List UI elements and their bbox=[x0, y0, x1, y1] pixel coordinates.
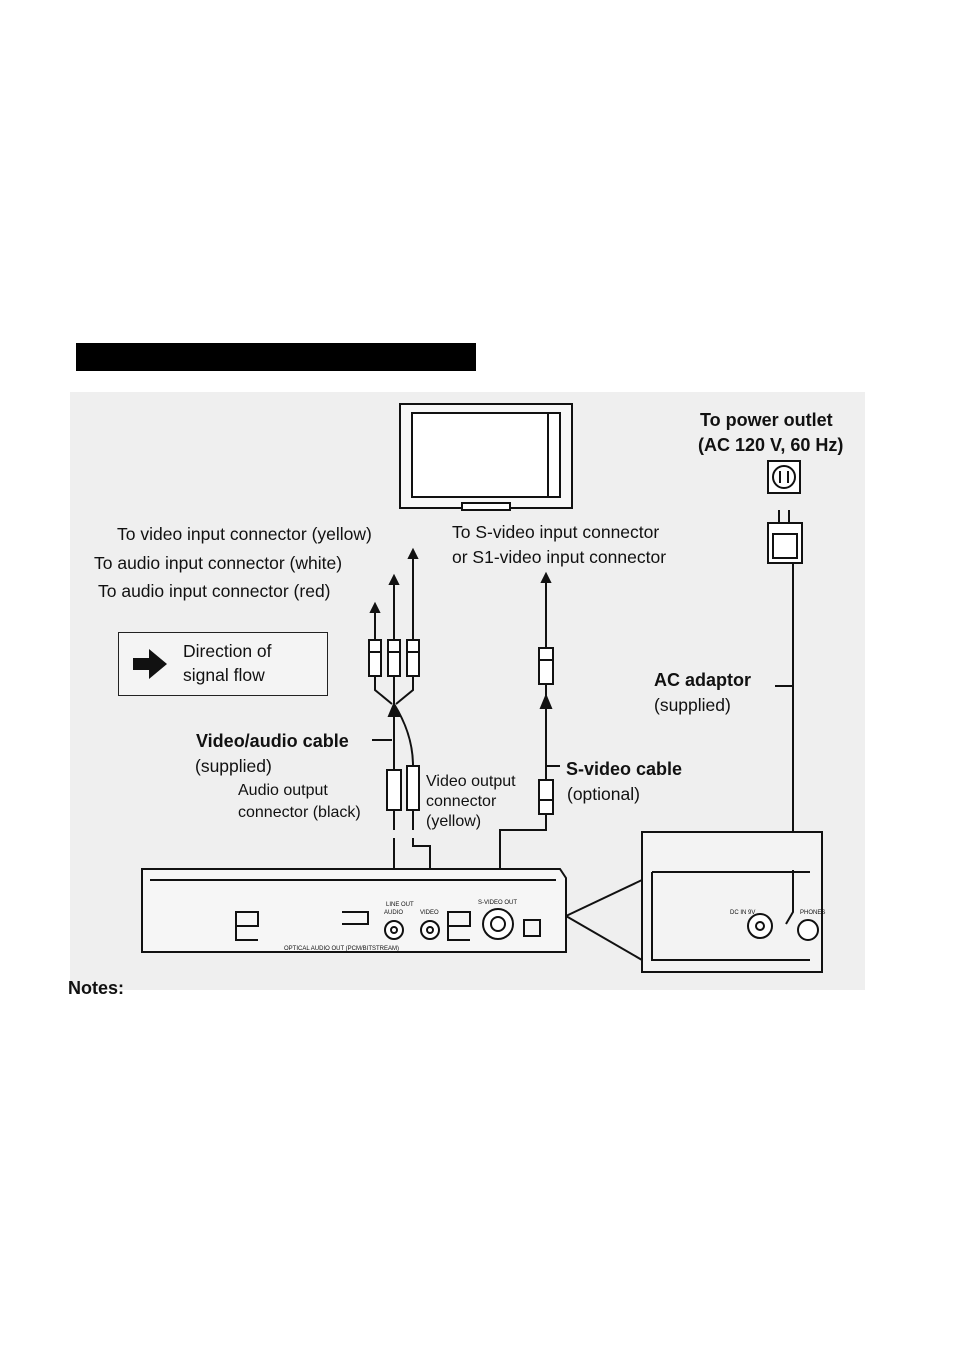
svideo-input-label-1: To S-video input connector bbox=[452, 522, 660, 542]
svideo-cable-label: S-video cable bbox=[566, 759, 683, 779]
notes-heading: Notes: bbox=[68, 978, 125, 998]
audio-input-white-label: To audio input connector (white) bbox=[94, 553, 343, 573]
audio-output-label-1: Audio output bbox=[238, 782, 328, 799]
dc-in-label: DC IN 9V bbox=[730, 910, 755, 916]
optical-out-label: OPTICAL AUDIO OUT (PCM/BITSTREAM) bbox=[284, 946, 399, 952]
arrow-right-icon bbox=[133, 649, 167, 679]
video-output-label-2: connector bbox=[426, 793, 497, 810]
svideo-out-label: S-VIDEO OUT bbox=[478, 900, 517, 906]
ac-adaptor-label: AC adaptor bbox=[654, 670, 752, 690]
video-audio-cable-label: Video/audio cable bbox=[196, 731, 349, 751]
svideo-input-label-2: or S1-video input connector bbox=[452, 547, 667, 567]
power-outlet-label-1: To power outlet bbox=[700, 410, 833, 430]
video-output-label-3: (yellow) bbox=[426, 813, 482, 830]
svideo-cable-optional-label: (optional) bbox=[567, 784, 640, 804]
audio-input-red-label: To audio input connector (red) bbox=[98, 581, 331, 601]
video-output-plug-icon bbox=[406, 765, 420, 830]
legend-label-2: signal flow bbox=[183, 665, 265, 685]
signal-flow-legend: Direction of signal flow bbox=[118, 632, 328, 696]
player-rear-panel-icon bbox=[141, 868, 567, 953]
line-out-label: LINE OUT bbox=[386, 902, 414, 908]
audio-jack-label: AUDIO bbox=[384, 910, 403, 916]
video-input-yellow-label: To video input connector (yellow) bbox=[117, 524, 372, 544]
tv-icon bbox=[399, 403, 573, 511]
audio-output-plug-icon bbox=[386, 769, 402, 830]
svideo-plug-top-icon bbox=[538, 647, 554, 685]
svideo-plug-bottom-icon bbox=[538, 779, 554, 815]
wall-outlet-icon bbox=[767, 460, 801, 494]
dc-in-closeup-icon bbox=[641, 831, 823, 973]
section-header-bar bbox=[76, 343, 476, 371]
ac-adaptor-supplied-label: (supplied) bbox=[654, 695, 731, 715]
video-jack-label: VIDEO bbox=[420, 910, 439, 916]
phones-label: PHONES bbox=[800, 910, 825, 916]
legend-label-1: Direction of bbox=[183, 641, 272, 661]
video-audio-cable-supplied-label: (supplied) bbox=[195, 756, 272, 776]
video-output-label-1: Video output bbox=[426, 773, 516, 790]
audio-output-label-2: connector (black) bbox=[238, 804, 361, 821]
ac-adaptor-icon bbox=[767, 510, 803, 870]
power-outlet-label-2: (AC 120 V, 60 Hz) bbox=[698, 435, 844, 455]
rca-plugs-icon bbox=[368, 639, 420, 677]
